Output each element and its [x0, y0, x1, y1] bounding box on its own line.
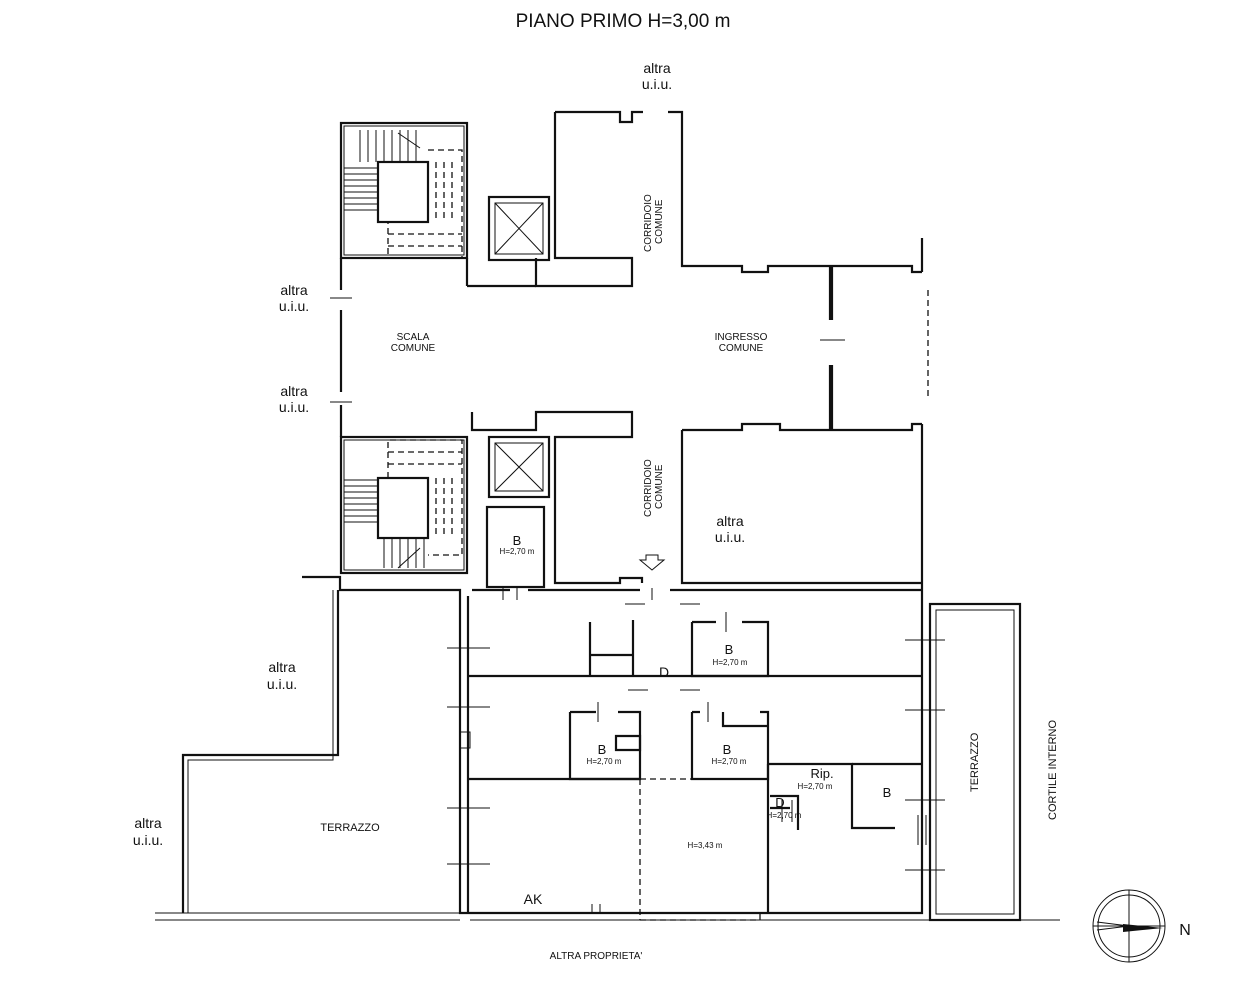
plan-title: PIANO PRIMO H=3,00 m	[516, 11, 731, 32]
other-unit-right-line1: altra	[716, 513, 743, 529]
label-bagno-3: B	[598, 742, 607, 757]
label-bagno-1-height: H=2,70 m	[500, 547, 535, 556]
label-ingresso-line2: COMUNE	[719, 343, 764, 354]
apartment-walls	[302, 505, 945, 921]
other-unit-left-a-line2: u.i.u.	[279, 298, 309, 314]
other-unit-terrace-line1: altra	[268, 659, 295, 675]
label-altra-proprieta: ALTRA PROPRIETA'	[550, 951, 643, 962]
label-corridoio-upper-line2: COMUNE	[654, 199, 665, 244]
terrace-right	[928, 602, 1022, 922]
label-bagno-1: B	[513, 533, 522, 548]
label-bagno-2-height: H=2,70 m	[713, 658, 748, 667]
label-height-343: H=3,43 m	[688, 841, 723, 850]
other-unit-bottom-line2: u.i.u.	[133, 832, 163, 848]
label-corridoio-upper-line1: CORRIDOIO	[643, 194, 654, 252]
label-corridoio-lower-line2: COMUNE	[654, 464, 665, 509]
label-disimpegno-2: D	[775, 795, 784, 810]
label-corridoio-lower-line1: CORRIDOIO	[643, 459, 654, 517]
other-unit-top-line1: altra	[643, 60, 670, 76]
other-unit-top-line2: u.i.u.	[642, 76, 672, 92]
lift-lower	[487, 435, 551, 499]
other-unit-terrace-line2: u.i.u.	[267, 676, 297, 692]
other-unit-left-a-line1: altra	[280, 282, 307, 298]
label-disimpegno: D	[659, 664, 669, 680]
label-ripostiglio-height: H=2,70 m	[798, 782, 833, 791]
stair-block-upper	[339, 121, 469, 260]
label-cortile-interno: CORTILE INTERNO	[1047, 720, 1059, 820]
label-bagno-4-height: H=2,70 m	[712, 757, 747, 766]
compass-rose-icon	[1092, 889, 1166, 963]
label-terrazzo-right: TERRAZZO	[969, 732, 981, 792]
common-walls	[330, 110, 929, 590]
other-unit-right-line2: u.i.u.	[715, 529, 745, 545]
label-ripostiglio: Rip.	[810, 766, 833, 781]
label-bagno-4: B	[723, 742, 732, 757]
label-bagno-5: B	[883, 785, 892, 800]
label-bagno-2: B	[725, 642, 734, 657]
label-ingresso-line1: INGRESSO	[715, 332, 768, 343]
compass-north-label: N	[1179, 922, 1191, 939]
other-unit-left-b-line2: u.i.u.	[279, 399, 309, 415]
label-scala-line1: SCALA	[397, 332, 430, 343]
label-terrazzo-left: TERRAZZO	[320, 822, 380, 834]
other-unit-bottom-line1: altra	[134, 815, 161, 831]
label-ak: AK	[524, 891, 543, 907]
other-unit-left-b-line1: altra	[280, 383, 307, 399]
stair-block-lower	[339, 435, 469, 575]
lift-upper	[487, 195, 551, 262]
label-bagno-3-height: H=2,70 m	[587, 757, 622, 766]
label-disimpegno-2-height: H=2,70 m	[767, 811, 802, 820]
label-scala-line2: COMUNE	[391, 343, 436, 354]
